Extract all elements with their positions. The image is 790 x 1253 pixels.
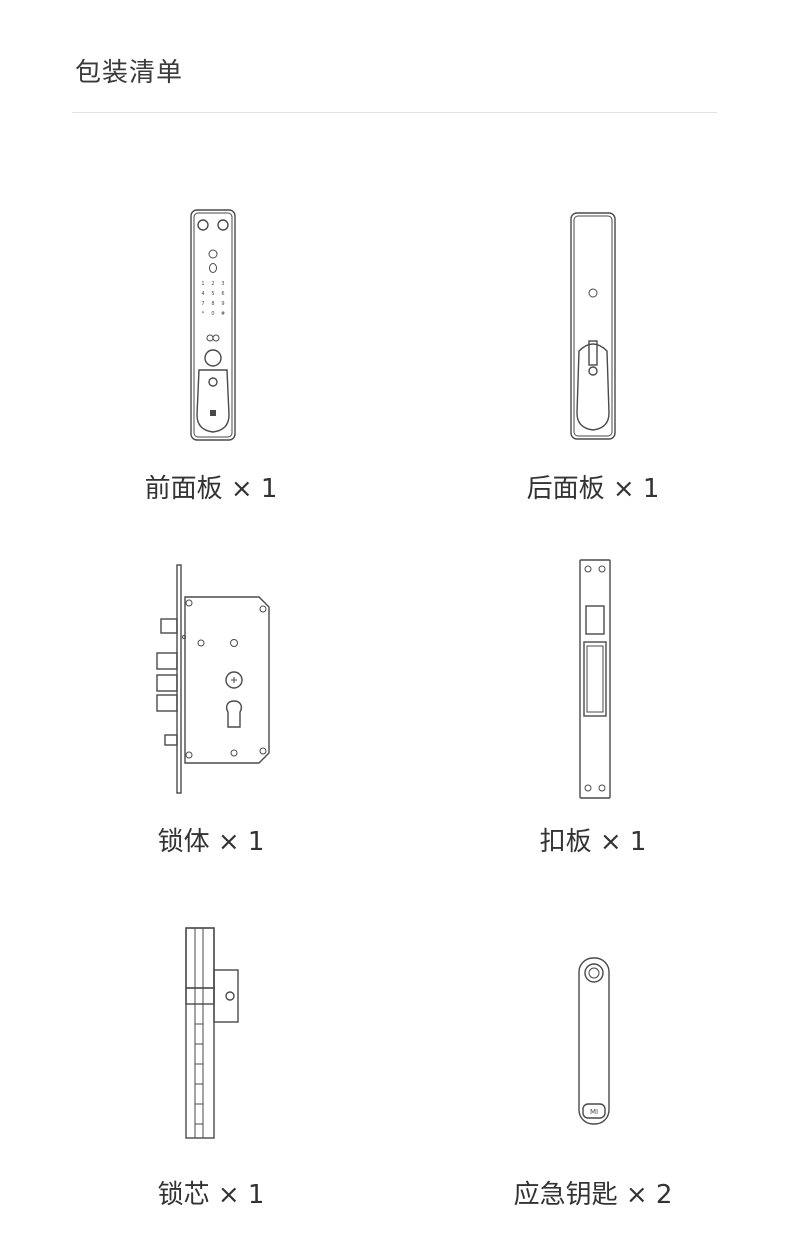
keypad-key: 1 [201,281,204,287]
keypad-key: # [221,311,225,317]
keypad-key: 0 [211,311,214,317]
rear-panel-illustration [570,212,616,440]
item-strike-plate: 扣板 × 1 [443,559,743,860]
item-label: 扣板 × 1 [539,827,647,857]
keypad-key: 5 [211,291,214,297]
emergency-key-illustration: MI [578,957,610,1125]
keypad-key: 7 [201,301,204,307]
item-emergency-key: MI 应急钥匙 × 2 [443,928,743,1228]
key-logo: MI [590,1108,598,1116]
header-divider [72,112,717,113]
item-label: 后面板 × 1 [526,474,660,504]
keypad-key: 4 [201,291,204,297]
item-rear-panel: 后面板 × 1 [443,205,743,505]
strike-plate-illustration [579,559,611,799]
lock-cylinder-illustration [185,927,239,1139]
item-label: 锁体 × 1 [157,827,265,857]
front-panel-illustration: 1 2 3 4 5 6 7 8 9 * 0 # [190,209,236,441]
item-label: 锁芯 × 1 [157,1180,265,1210]
item-front-panel: 1 2 3 4 5 6 7 8 9 * 0 # 前面板 × 1 [61,205,361,505]
keypad-key: 3 [221,281,224,287]
keypad-key: 9 [221,301,224,307]
keypad-key: 6 [221,291,224,297]
keypad-key: * [202,311,205,317]
page-title: 包装清单 [75,58,184,88]
keypad-key: 8 [211,301,214,307]
item-lock-cylinder: 锁芯 × 1 [61,927,361,1228]
item-lock-body: 锁体 × 1 [61,560,361,860]
item-label: 前面板 × 1 [144,474,278,504]
lock-body-illustration [156,564,270,794]
item-label: 应急钥匙 × 2 [513,1180,673,1210]
keypad-key: 2 [211,281,214,287]
